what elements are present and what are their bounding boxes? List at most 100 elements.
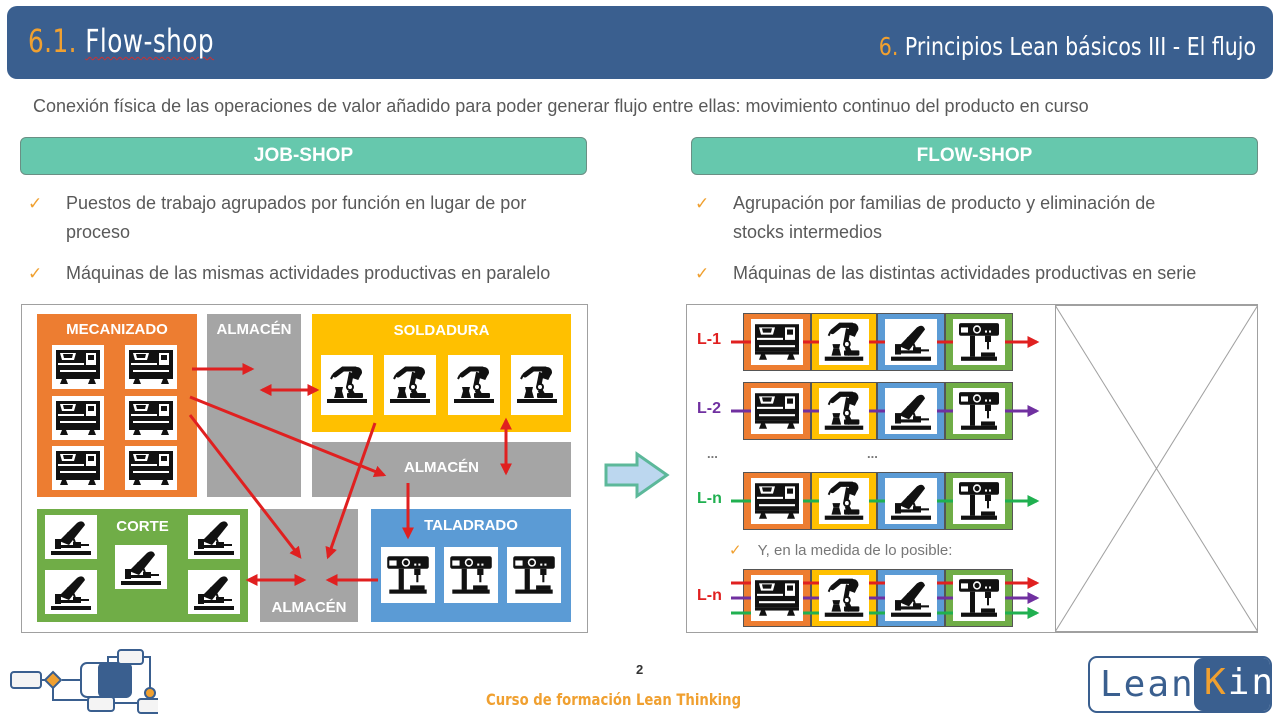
- cnc-machine-icon: [125, 446, 177, 490]
- check-icon: ✓: [695, 194, 710, 213]
- station-cell: [811, 313, 877, 371]
- job-shop-header: JOB-SHOP: [20, 137, 587, 175]
- logo-k: K: [1204, 662, 1228, 703]
- cnc-machine-icon: [125, 345, 177, 389]
- zone-label: SOLDADURA: [393, 322, 490, 339]
- drill-press-icon: [953, 388, 1005, 434]
- station-cell: [877, 313, 945, 371]
- transition-arrow-icon: [604, 451, 670, 499]
- bullet-text: Puestos de trabajo agrupados por función…: [66, 193, 527, 213]
- cutting-machine-icon: [885, 478, 937, 524]
- logo-in: in: [1227, 662, 1272, 703]
- cnc-machine-icon: [125, 396, 177, 440]
- logo-kin-box: Kin: [1194, 658, 1270, 711]
- process-diagram-logo: [10, 649, 158, 714]
- check-icon: ✓: [695, 264, 710, 283]
- welding-robot-icon: [819, 319, 869, 365]
- bullet-text: Agrupación por familias de producto y el…: [733, 193, 1156, 213]
- section-text: Principios Lean básicos III - El flujo: [904, 32, 1256, 61]
- cutting-machine-icon: [885, 575, 937, 621]
- logo-kin-text: Kin: [1204, 662, 1272, 703]
- cnc-machine-icon: [52, 345, 104, 389]
- production-line-3: L-n: [687, 472, 1057, 530]
- station-cell: [945, 472, 1013, 530]
- cutting-machine-icon: [45, 515, 97, 559]
- welding-robot-icon: [819, 575, 869, 621]
- line-label: L-1: [697, 331, 721, 348]
- page-number: 2: [636, 662, 644, 677]
- welding-robot-icon: [384, 355, 436, 415]
- line-label: L-n: [697, 490, 722, 507]
- station-cell: [743, 472, 811, 530]
- ellipsis-mid: ...: [867, 446, 878, 461]
- title-number: 6.1.: [28, 22, 77, 60]
- station-cell: [811, 472, 877, 530]
- drill-press-icon: [444, 547, 498, 603]
- production-line-4: L-n: [687, 569, 1057, 627]
- line-label: L-n: [697, 587, 722, 604]
- station-cell: [877, 472, 945, 530]
- drill-press-icon: [953, 478, 1005, 524]
- drill-press-icon: [381, 547, 435, 603]
- station-cell: [811, 382, 877, 440]
- section-number: 6.: [878, 32, 899, 61]
- check-icon: ✓: [28, 264, 43, 283]
- welding-robot-icon: [511, 355, 563, 415]
- check-icon: ✓: [729, 542, 742, 559]
- station-cell: [877, 382, 945, 440]
- station-cell: [945, 313, 1013, 371]
- station-cell: [877, 569, 945, 627]
- ellipsis-left: ...: [707, 446, 718, 461]
- station-cell: [811, 569, 877, 627]
- cutting-machine-icon: [885, 388, 937, 434]
- zone-label: TALADRADO: [424, 517, 518, 534]
- bullet-text: Máquinas de las distintas actividades pr…: [733, 263, 1197, 283]
- zone-almacen-1: ALMACÉN: [207, 314, 301, 497]
- bullet-text: proceso: [66, 222, 131, 242]
- cnc-machine-icon: [751, 478, 803, 524]
- flow-note: ✓ Y, en la medida de lo posible:: [729, 541, 952, 559]
- cutting-machine-icon: [885, 319, 937, 365]
- section-title: 6. Principios Lean básicos III - El fluj…: [879, 32, 1256, 61]
- flow-shop-header: FLOW-SHOP: [691, 137, 1258, 175]
- welding-robot-icon: [819, 388, 869, 434]
- station-cell: [743, 313, 811, 371]
- flow-bullet-2: ✓ Máquinas de las distintas actividades …: [695, 259, 1197, 288]
- note-text: Y, en la medida de lo posible:: [757, 542, 953, 559]
- slide-title: 6.1. Flow-shop: [28, 22, 214, 60]
- bullet-text: stocks intermedios: [733, 222, 883, 242]
- title-text: Flow-shop: [85, 22, 215, 60]
- check-icon: ✓: [28, 194, 43, 213]
- job-shop-diagram: MECANIZADO ALMACÉN SOLDADURA ALMACÉN COR…: [21, 304, 588, 633]
- welding-robot-icon: [819, 478, 869, 524]
- production-line-1: L-1: [687, 313, 1057, 371]
- job-bullet-2: ✓ Máquinas de las mismas actividades pro…: [28, 259, 551, 288]
- line-label: L-2: [697, 400, 721, 417]
- leankin-logo: Lean Kin: [1088, 656, 1272, 713]
- zone-label: CORTE: [116, 518, 169, 535]
- station-cell: [945, 569, 1013, 627]
- zone-label: ALMACÉN: [216, 321, 292, 338]
- drill-press-icon: [507, 547, 561, 603]
- cutting-machine-icon: [188, 570, 240, 614]
- bullet-text: Máquinas de las mismas actividades produ…: [66, 263, 551, 283]
- flow-bullet-1: ✓ Agrupación por familias de producto y …: [695, 189, 1156, 247]
- cnc-machine-icon: [751, 575, 803, 621]
- station-cell: [743, 382, 811, 440]
- cnc-machine-icon: [52, 396, 104, 440]
- welding-robot-icon: [448, 355, 500, 415]
- zone-label: ALMACÉN: [404, 459, 479, 476]
- zone-label: MECANIZADO: [66, 321, 168, 338]
- cnc-machine-icon: [751, 388, 803, 434]
- drill-press-icon: [953, 575, 1005, 621]
- course-title: Curso de formación Lean Thinking: [486, 690, 742, 709]
- station-cell: [945, 382, 1013, 440]
- logo-lean-text: Lean: [1100, 664, 1195, 705]
- station-cell: [743, 569, 811, 627]
- image-placeholder: [1055, 305, 1258, 632]
- drill-press-icon: [953, 319, 1005, 365]
- header-bar: [7, 6, 1273, 79]
- cutting-machine-icon: [115, 545, 167, 589]
- zone-almacen-2: ALMACÉN: [312, 442, 571, 497]
